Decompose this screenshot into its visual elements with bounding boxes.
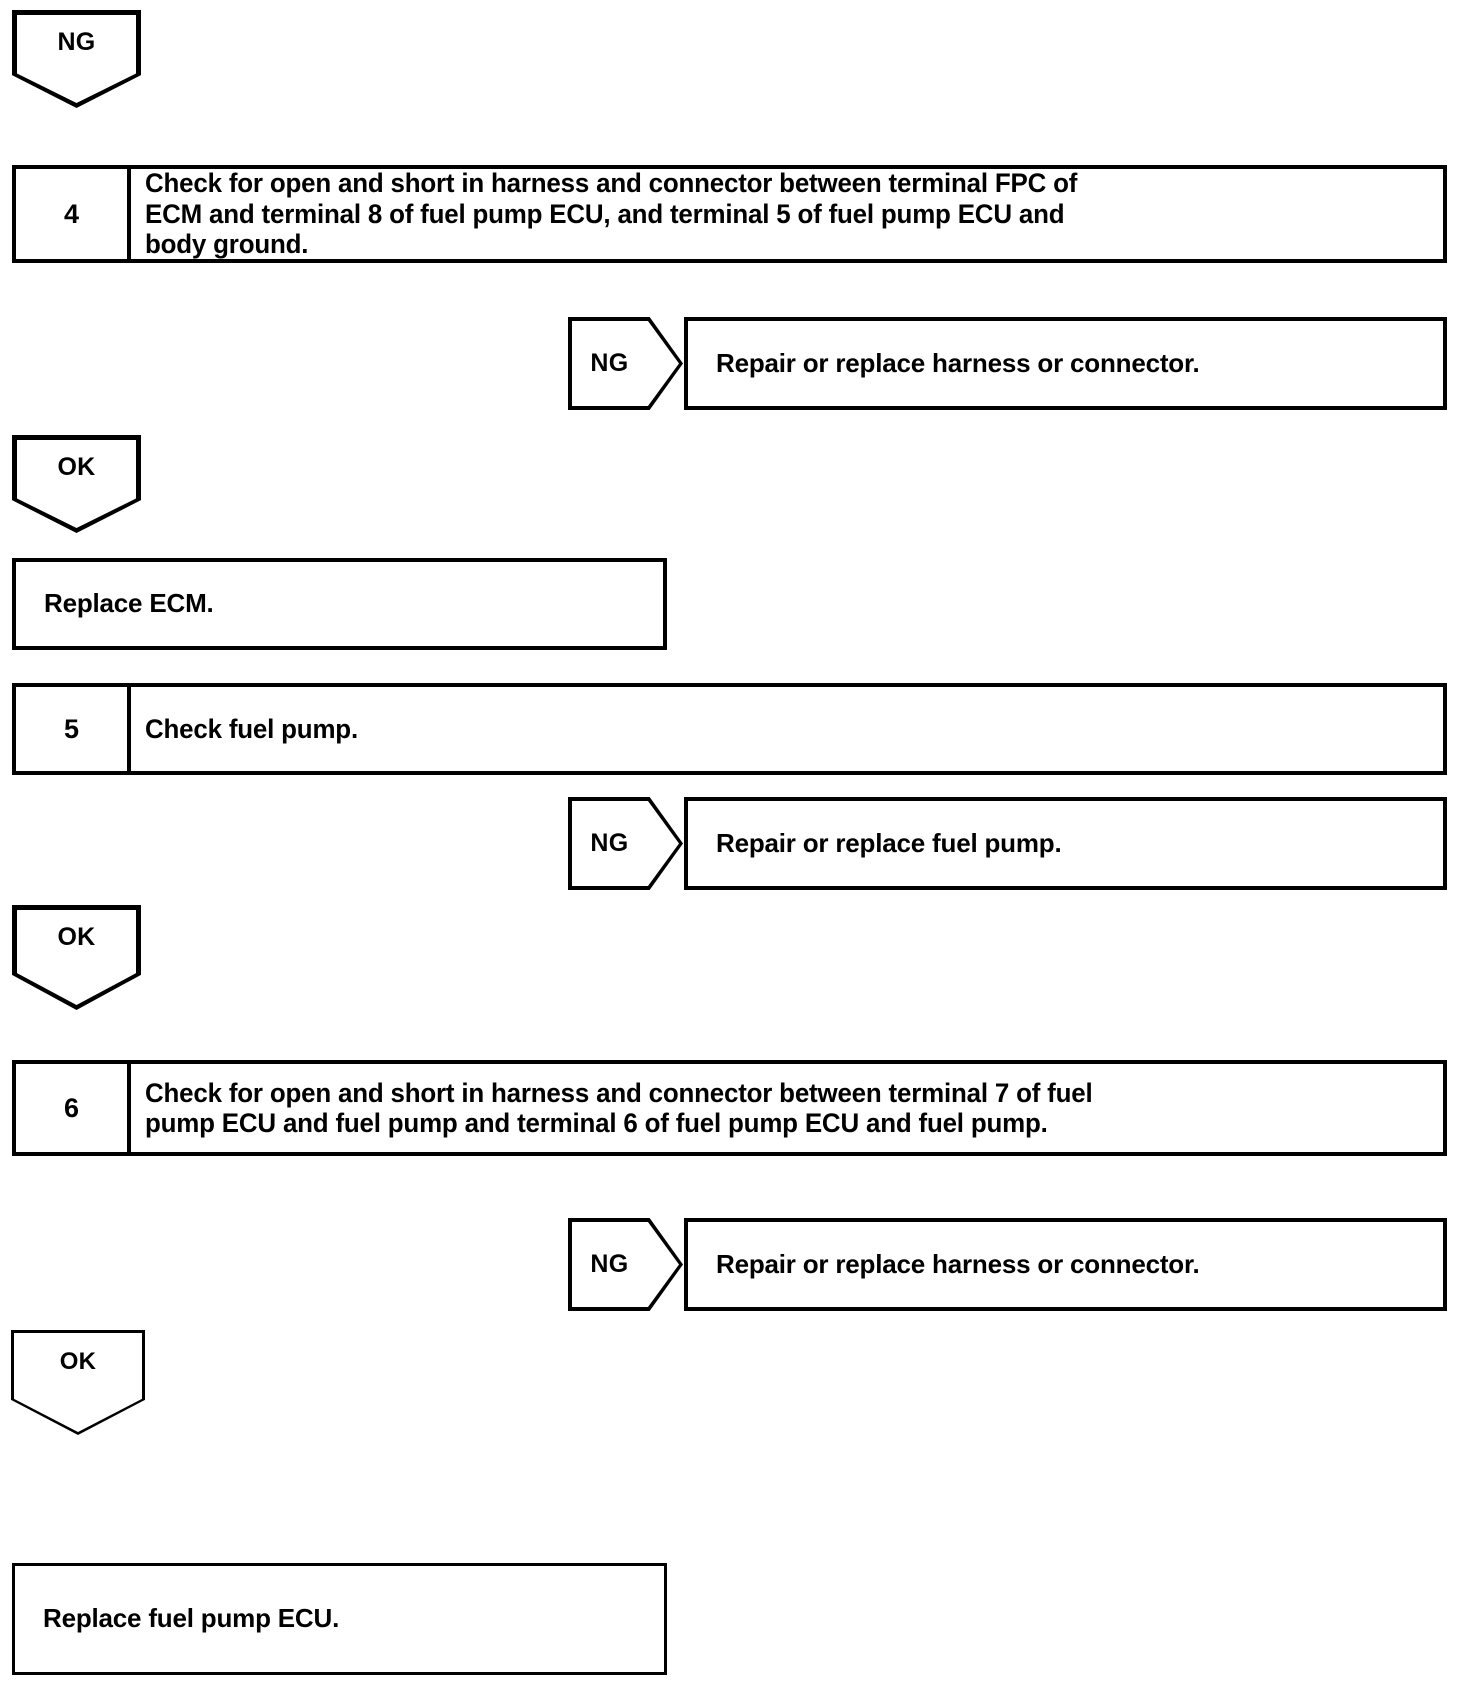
step-body-4: Check for open and short in harness and … [131, 168, 1443, 260]
arrow-ng-step4-label: NG [590, 349, 629, 377]
step-body-6: Check for open and short in harness and … [131, 1064, 1443, 1152]
arrow-ok-step6-label: OK [59, 1348, 97, 1375]
step-number-5: 5 [16, 687, 131, 771]
arrow-ok-step4: OK [12, 435, 141, 533]
step-text-6: Check for open and short in harness and … [145, 1077, 1093, 1139]
action-box-repair-fuel-pump[interactable]: Repair or replace fuel pump. [684, 797, 1447, 890]
step-text-4: Check for open and short in harness and … [145, 168, 1078, 260]
action-text-repair-harness-1: Repair or replace harness or connector. [716, 347, 1200, 378]
step-number-4: 4 [16, 169, 131, 259]
action-text-replace-ecm: Replace ECM. [44, 588, 214, 619]
step-body-5: Check fuel pump. [131, 687, 1443, 771]
step-text-5: Check fuel pump. [145, 713, 358, 744]
arrow-ng-step5-label: NG [590, 829, 629, 857]
action-box-repair-harness-1[interactable]: Repair or replace harness or connector. [684, 317, 1447, 410]
action-box-repair-harness-2[interactable]: Repair or replace harness or connector. [684, 1218, 1447, 1311]
step-box-4[interactable]: 4 Check for open and short in harness an… [12, 165, 1447, 263]
step-number-6: 6 [16, 1064, 131, 1152]
arrow-ng-step6-label: NG [590, 1250, 629, 1278]
arrow-ng-step4: NG [568, 317, 683, 410]
step-box-6[interactable]: 6 Check for open and short in harness an… [12, 1060, 1447, 1156]
arrow-ng-top: NG [12, 10, 141, 108]
action-text-replace-fuel-pump-ecu: Replace fuel pump ECU. [43, 1603, 340, 1634]
arrow-ok-step5: OK [12, 905, 141, 1010]
arrow-ok-step5-label: OK [57, 923, 96, 951]
action-text-repair-fuel-pump: Repair or replace fuel pump. [716, 827, 1062, 858]
action-box-replace-ecm[interactable]: Replace ECM. [12, 558, 667, 650]
arrow-ng-top-label: NG [57, 28, 96, 56]
arrow-ng-step5: NG [568, 797, 683, 890]
action-text-repair-harness-2: Repair or replace harness or connector. [716, 1248, 1200, 1279]
step-box-5[interactable]: 5 Check fuel pump. [12, 683, 1447, 775]
action-box-replace-fuel-pump-ecu[interactable]: Replace fuel pump ECU. [12, 1563, 667, 1675]
arrow-ng-step6: NG [568, 1218, 683, 1311]
arrow-ok-step6: OK [11, 1330, 145, 1435]
arrow-ok-step4-label: OK [57, 453, 96, 481]
